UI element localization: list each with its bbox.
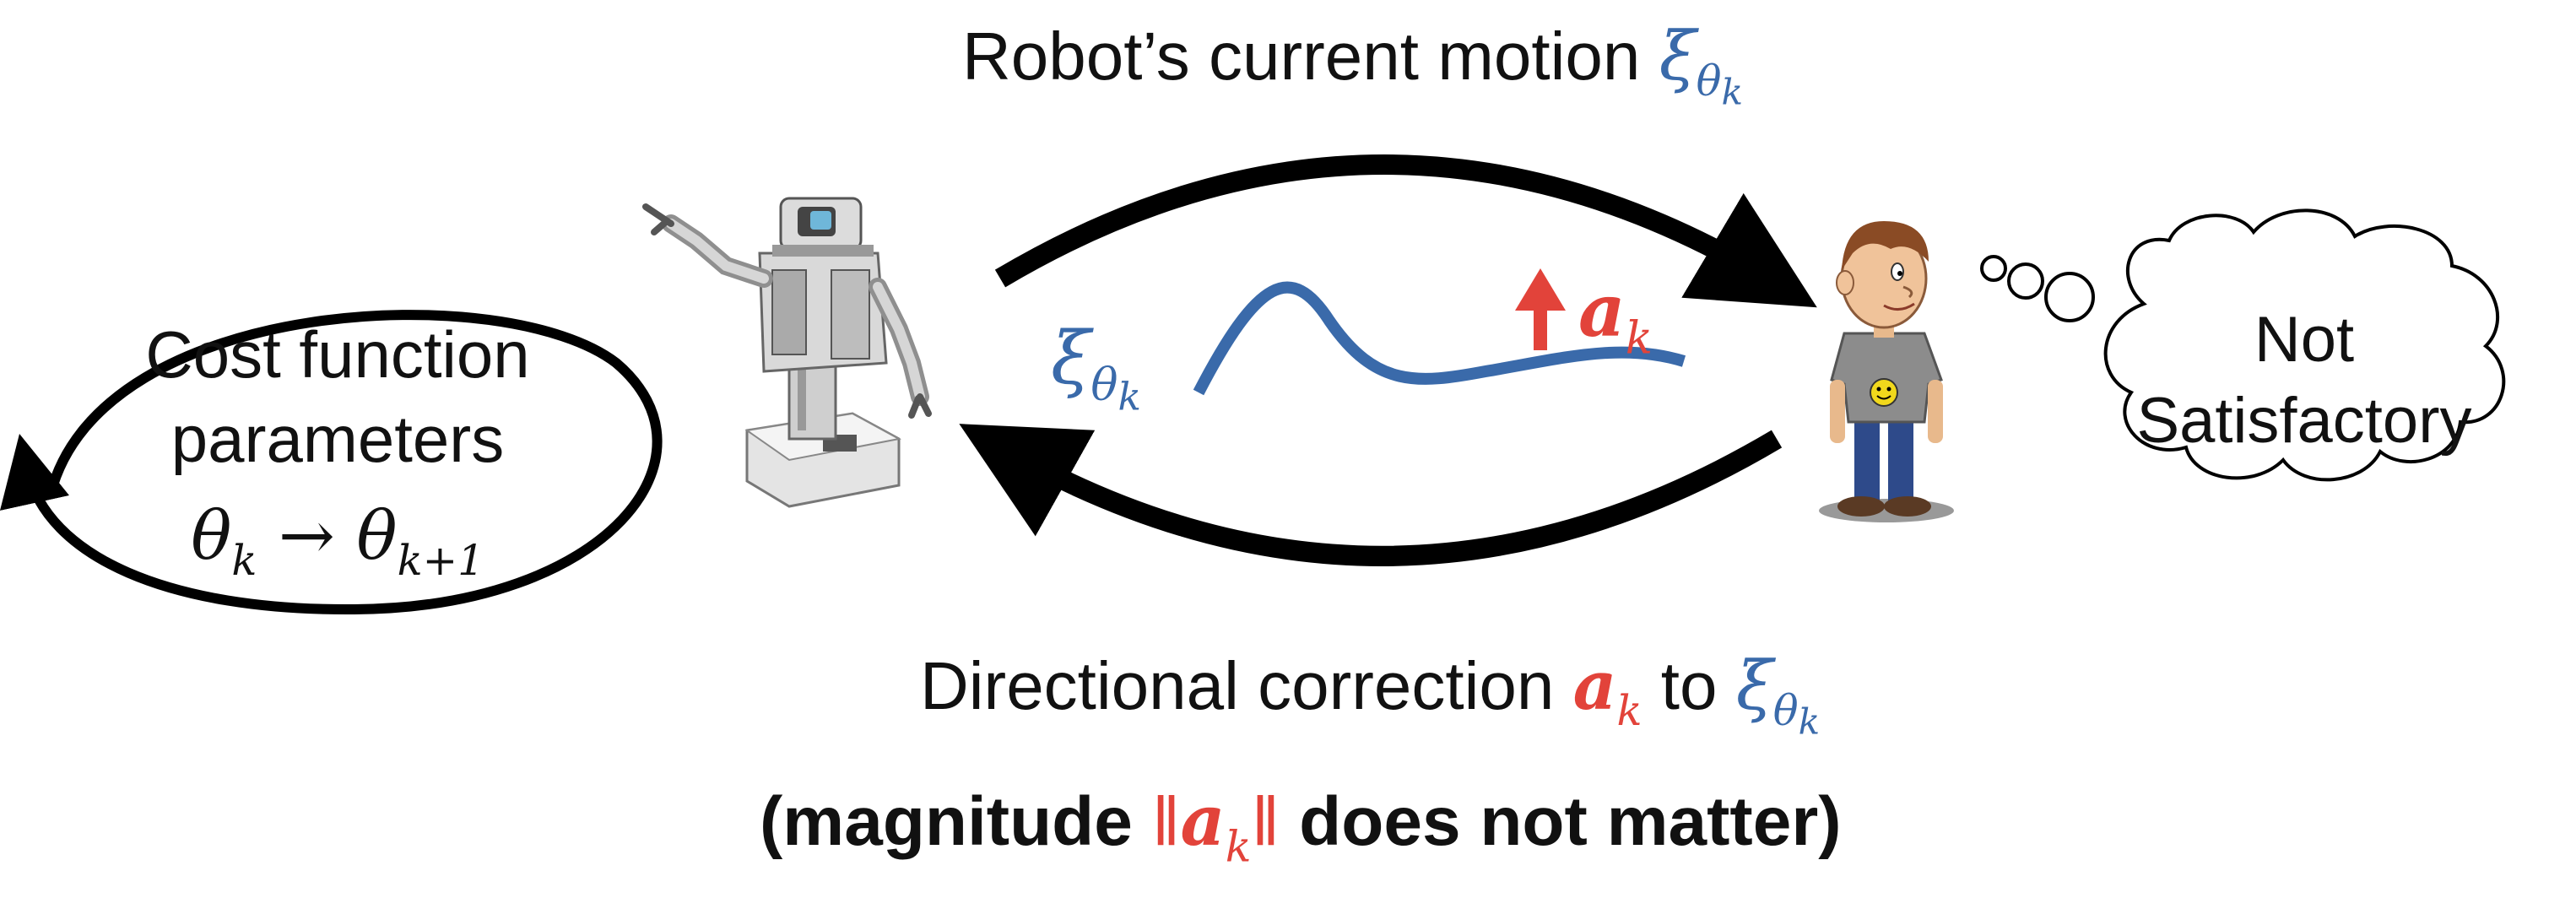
loop-line-1: Cost function [145,317,530,392]
thought-cloud [2103,208,2506,482]
theta-update-formula: θk → θk+1 [191,496,484,585]
thought-bubbles [1980,255,2095,322]
caption-to: to [1660,648,1718,723]
caption-text: Directional correction [920,648,1555,723]
correction-caption: Directional correction ak to ξθk [920,646,1821,743]
norm-a-k: ‖ak‖ [1151,781,1280,872]
loop-label: Cost function parameters [51,312,625,481]
update-loop-arrow [0,310,663,615]
top-label: Robot’s current motion ξθk [962,17,1744,113]
note-open: (magnitude [760,783,1133,860]
thought-line-1: Not [2254,304,2355,376]
magnitude-note: (magnitude ‖ak‖ does not matter) [760,781,1842,872]
correction-vector [1515,268,1566,350]
trajectory-label: ξθk [1051,316,1141,419]
thought-text: Not Satisfactory [2093,300,2515,462]
xi-symbol: ξθk [1735,646,1821,743]
thought-line-2: Satisfactory [2136,385,2472,457]
person-illustration [1819,221,1954,522]
a-k-symbol: ak [1572,646,1642,735]
xi-theta-k-symbol: ξθk [1659,17,1744,113]
top-label-text: Robot’s current motion [962,19,1641,94]
loop-line-2: parameters [170,402,505,476]
note-close: does not matter) [1299,783,1842,860]
correction-arrow [959,424,1783,566]
motion-arrow [994,154,1817,308]
robot-trajectory [1193,281,1686,396]
robot-illustration [642,197,932,508]
correction-label: ak [1578,268,1653,365]
